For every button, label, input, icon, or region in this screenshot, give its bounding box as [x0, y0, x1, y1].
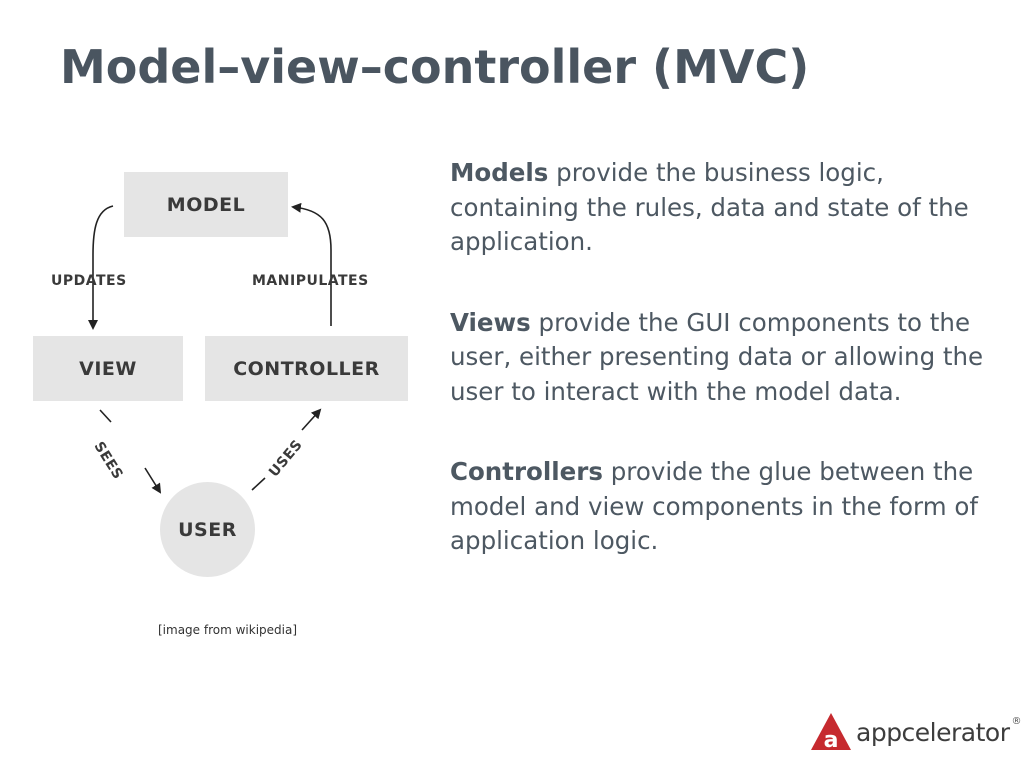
sees-arrow-tail — [99, 409, 112, 423]
updates-label: UPDATES — [51, 273, 127, 289]
models-text: provide the business logic, containing t… — [450, 158, 969, 256]
sees-arrow-head — [144, 467, 162, 494]
models-term: Models — [450, 158, 549, 187]
controllers-term: Controllers — [450, 457, 603, 486]
logo-mark: a — [824, 728, 839, 752]
diagram-arrows — [88, 202, 332, 494]
appcelerator-logo: a appcelerator ® — [810, 712, 1022, 752]
model-box: MODEL — [124, 172, 288, 237]
views-text: provide the GUI components to the user, … — [450, 307, 984, 406]
controllers-text: provide the glue between the model and v… — [450, 457, 978, 555]
description-column: Models provide the business logic, conta… — [450, 156, 995, 605]
logo-text: appcelerator — [856, 717, 1010, 747]
slide-title: Model–view–controller (MVC) — [60, 40, 810, 94]
image-caption: [image from wikipedia] — [158, 623, 298, 637]
models-paragraph: Models provide the business logic, conta… — [450, 156, 995, 260]
views-term: Views — [450, 307, 531, 337]
user-circle: USER — [160, 482, 255, 577]
controllers-paragraph: Controllers provide the glue between the… — [450, 455, 995, 559]
updates-arrow — [88, 205, 114, 330]
mvc-diagram: MODEL VIEW CONTROLLER USER UPDATES MANIP… — [20, 160, 440, 600]
controller-box: CONTROLLER — [205, 336, 408, 401]
manipulates-label: MANIPULATES — [252, 273, 369, 289]
registered-mark: ® — [1011, 716, 1022, 727]
appcelerator-logo-icon: a — [811, 713, 851, 752]
manipulates-arrow — [291, 202, 332, 326]
uses-arrow-head — [301, 408, 322, 431]
uses-arrow-tail — [251, 477, 266, 491]
views-paragraph: Views provide the GUI components to the … — [450, 306, 995, 410]
view-box: VIEW — [33, 336, 183, 401]
